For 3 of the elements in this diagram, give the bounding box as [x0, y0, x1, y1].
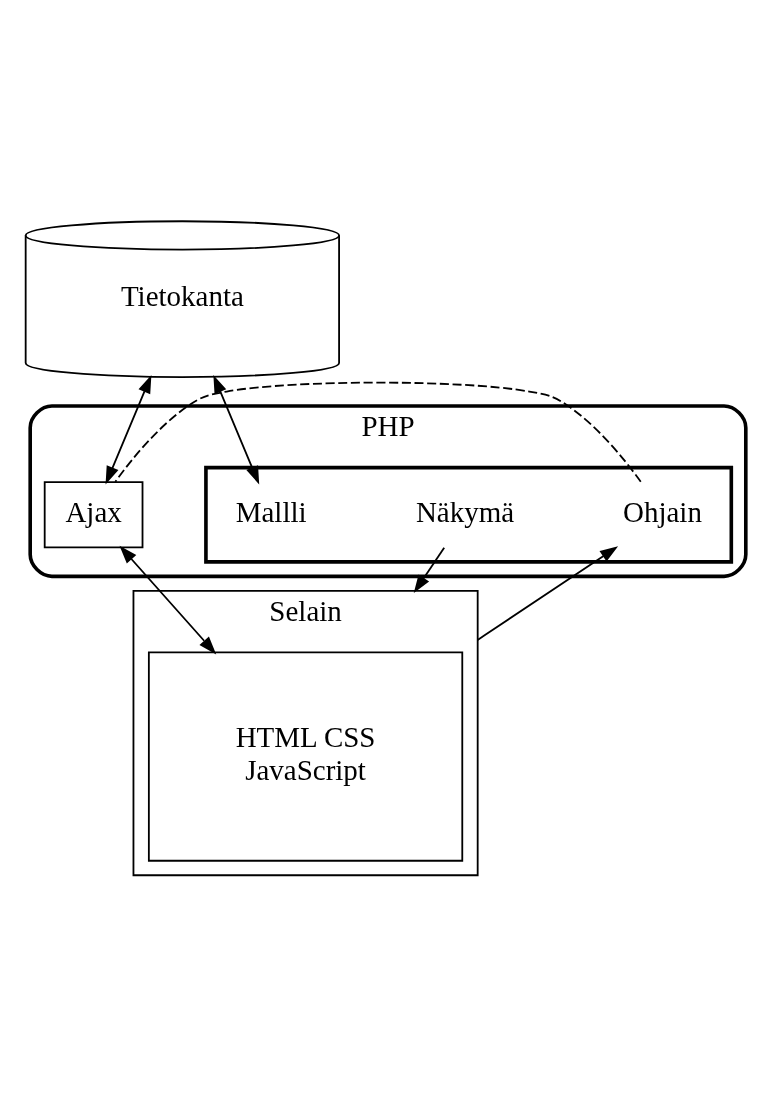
- node-text: Ohjain: [623, 495, 702, 528]
- node-text: Näkymä: [415, 495, 515, 528]
- node-text: Mallli: [235, 495, 307, 528]
